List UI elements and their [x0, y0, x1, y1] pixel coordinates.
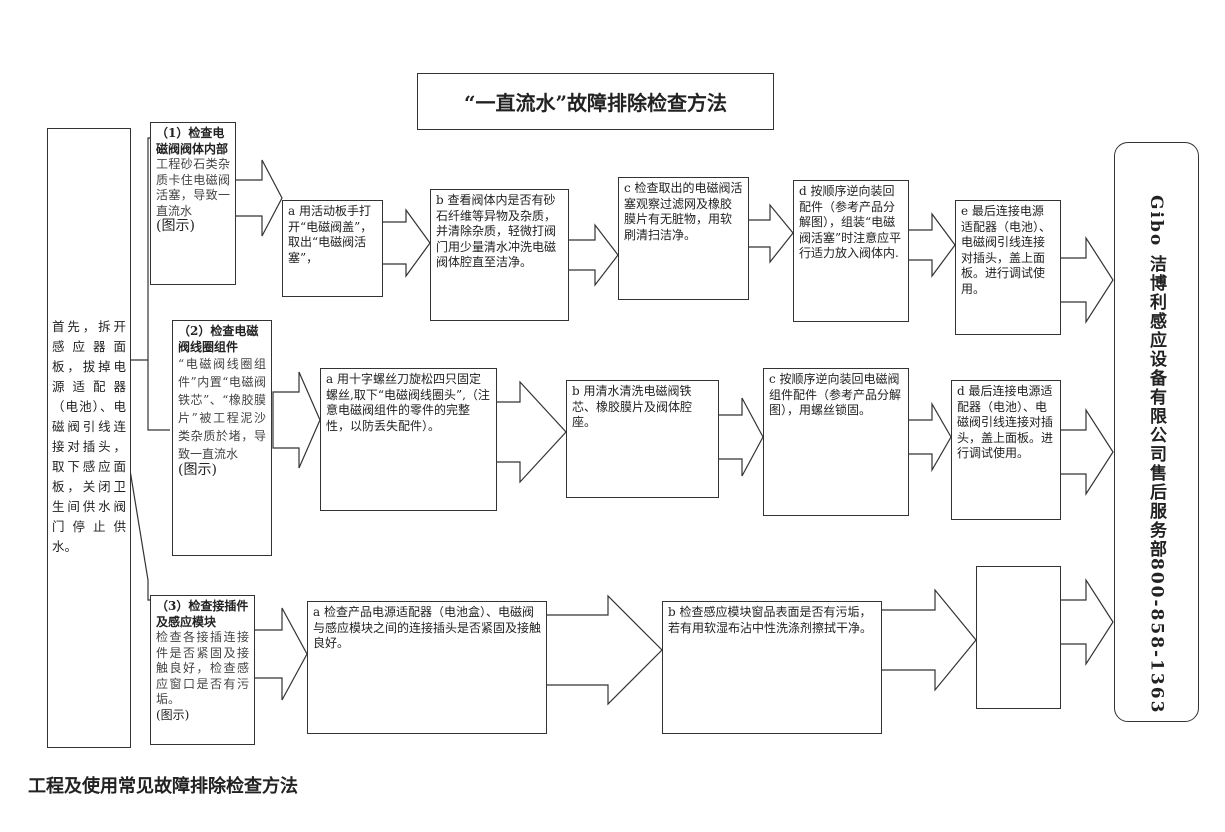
company-name: Gibo 洁博利感应设备有限公司售后服务部: [1146, 195, 1166, 560]
category-heading: （3）检查接插件及感应模块: [156, 599, 249, 629]
step-box: b 检查感应模块窗品表面是否有污垢，若有用软湿布沾中性洗涤剂擦拭干净。: [662, 601, 882, 734]
step-text: d 按顺序逆向装回配件（参考产品分解图），组装“电磁阀活塞”时注意应平行适力放入…: [799, 184, 902, 260]
flow-arrow: [907, 212, 956, 278]
step-text: b 用清水清洗电磁阀铁芯、橡胶膜片及阀体腔座。: [572, 384, 693, 429]
flow-arrow: [253, 607, 308, 701]
figure-link[interactable]: (图示): [178, 462, 217, 478]
connector-line: [130, 137, 150, 361]
category-valve-body: （1）检查电磁阀阀体内部 工程砂石类杂质卡住电磁阀活塞，导致一直流水 (图示): [150, 122, 236, 285]
step-text: a 用活动板手打开“电磁阀盖”，取出“电磁阀活塞”，: [288, 204, 373, 265]
step-text: c 按顺序逆向装回电磁阀组件配件（参考产品分解图），用螺丝锁固。: [769, 372, 902, 417]
flow-arrow: [717, 397, 764, 477]
flow-arrow: [880, 588, 977, 692]
page-footer-title: 工程及使用常见故障排除检查方法: [28, 776, 298, 797]
category-body: 检查各接插连接件是否紧固及接触良好，检查感应窗口是否有污垢。: [156, 630, 249, 706]
flow-arrow: [1059, 235, 1114, 325]
step-box: e 最后连接电源适配器（电池）、电磁阀引线连接对插头，盖上面板。进行调试使用。: [955, 200, 1061, 335]
category-heading: （2）检查电磁阀线圈组件: [178, 324, 259, 354]
step-box: a 用十字螺丝刀旋松四只固定螺丝,取下“电磁阀线圈头”,（注意电磁阀组件的零件的…: [320, 368, 497, 511]
step-box: a 用活动板手打开“电磁阀盖”，取出“电磁阀活塞”，: [282, 200, 383, 297]
flow-arrow: [233, 159, 283, 237]
category-connectors-sensor: （3）检查接插件及感应模块 检查各接插连接件是否紧固及接触良好，检查感应窗口是否…: [150, 595, 255, 745]
category-heading: （1）检查电磁阀阀体内部: [156, 126, 229, 156]
connector-line: [147, 360, 170, 431]
intro-text: 首先，拆开感应器面板，拔掉电源适配器（电池）、电磁阀引线连接对插头，取下感应面板…: [52, 319, 126, 554]
flow-arrow: [380, 208, 431, 278]
diagram-title: “一直流水”故障排除检查方法: [417, 73, 774, 130]
figure-link[interactable]: (图示): [156, 218, 195, 234]
intro-box: 首先，拆开感应器面板，拔掉电源适配器（电池）、电磁阀引线连接对插头，取下感应面板…: [47, 128, 131, 748]
flow-arrow: [1059, 577, 1114, 667]
step-box: b 查看阀体内是否有砂石纤维等异物及杂质，并清除杂质，轻微打阀门用少量清水冲洗电…: [430, 189, 569, 321]
flow-arrow: [747, 203, 794, 264]
step-text: d 最后连接电源适配器（电池）、电磁阀引线连接对插头，盖上面板。进行调试使用。: [957, 384, 1054, 460]
flow-arrow: [545, 594, 663, 706]
step-text: c 检查取出的电磁阀活塞观察过滤网及橡胶膜片有无脏物，用软刷清扫洁净。: [624, 181, 743, 242]
service-panel: Gibo 洁博利感应设备有限公司售后服务部 800-858-1363: [1114, 142, 1199, 722]
step-text: b 查看阀体内是否有砂石纤维等异物及杂质，并清除杂质，轻微打阀门用少量清水冲洗电…: [436, 193, 557, 269]
flow-arrow: [1059, 407, 1114, 497]
step-text: b 检查感应模块窗品表面是否有污垢，若有用软湿布沾中性洗涤剂擦拭干净。: [668, 605, 873, 635]
flow-arrow: [567, 223, 619, 287]
step-box: a 检查产品电源适配器（电池盒）、电磁阀与感应模块之间的连接插头是否紧固及接触良…: [307, 601, 547, 734]
flow-arrow: [272, 371, 321, 469]
step-box: d 按顺序逆向装回配件（参考产品分解图），组装“电磁阀活塞”时注意应平行适力放入…: [793, 180, 909, 322]
step-text: a 检查产品电源适配器（电池盒）、电磁阀与感应模块之间的连接插头是否紧固及接触良…: [313, 605, 542, 650]
flow-arrow: [907, 401, 952, 473]
category-body: “电磁阀线圈组件”内置“电磁阀铁芯”、“橡胶膜片”被工程泥沙类杂质於堵，导致一直…: [178, 357, 266, 461]
step-box: c 按顺序逆向装回电磁阀组件配件（参考产品分解图），用螺丝锁固。: [763, 368, 909, 516]
connector-line: [129, 469, 150, 601]
figure-link[interactable]: (图示): [156, 707, 190, 722]
category-body: 工程砂石类杂质卡住电磁阀活塞，导致一直流水: [156, 157, 230, 218]
category-coil-assembly: （2）检查电磁阀线圈组件 “电磁阀线圈组件”内置“电磁阀铁芯”、“橡胶膜片”被工…: [172, 320, 272, 556]
step-box: d 最后连接电源适配器（电池）、电磁阀引线连接对插头，盖上面板。进行调试使用。: [951, 380, 1061, 520]
step-box: b 用清水清洗电磁阀铁芯、橡胶膜片及阀体腔座。: [566, 380, 719, 498]
flow-arrow: [495, 380, 567, 484]
step-box-empty: [976, 566, 1061, 709]
step-text: a 用十字螺丝刀旋松四只固定螺丝,取下“电磁阀线圈头”,（注意电磁阀组件的零件的…: [326, 372, 490, 433]
step-box: c 检查取出的电磁阀活塞观察过滤网及橡胶膜片有无脏物，用软刷清扫洁净。: [618, 177, 749, 300]
service-phone: 800-858-1363: [1146, 558, 1167, 715]
step-text: e 最后连接电源适配器（电池）、电磁阀引线连接对插头，盖上面板。进行调试使用。: [961, 204, 1052, 296]
